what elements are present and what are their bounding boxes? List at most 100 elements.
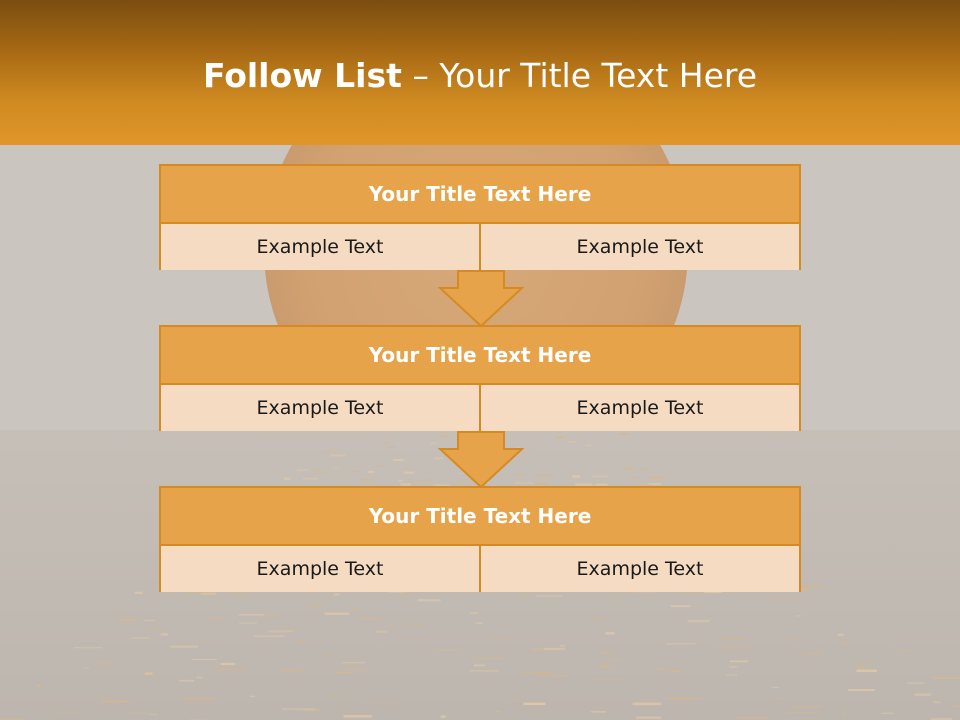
ripple-mark	[687, 620, 710, 623]
ripple-mark	[262, 614, 282, 617]
ripple-mark	[729, 666, 738, 668]
ripple-mark	[734, 717, 770, 720]
ripple-mark	[342, 661, 365, 664]
ripple-mark	[356, 617, 383, 620]
ripple-mark	[459, 472, 469, 474]
ripple-mark	[93, 696, 111, 698]
ripple-mark	[359, 479, 375, 482]
ripple-mark	[521, 672, 553, 674]
ripple-mark	[914, 693, 931, 696]
ripple-mark	[494, 710, 500, 713]
ripple-mark	[340, 478, 347, 481]
ripple-mark	[239, 622, 258, 624]
ripple-mark	[435, 649, 460, 651]
ripple-mark	[773, 600, 802, 602]
ripple-mark	[302, 709, 322, 712]
ripple-mark	[666, 643, 696, 645]
ripple-mark	[134, 591, 143, 594]
ripple-mark	[721, 638, 747, 640]
ripple-mark	[515, 446, 521, 448]
ripple-mark	[400, 483, 411, 486]
ripple-mark	[314, 469, 321, 472]
ripple-mark	[649, 476, 666, 479]
ripple-mark	[347, 663, 360, 665]
step-block-2: Your Title Text Here Example Text Exampl…	[159, 325, 801, 431]
ripple-mark	[433, 484, 450, 487]
ripple-mark	[568, 441, 578, 444]
ripple-mark	[220, 662, 235, 665]
down-arrow-icon	[438, 431, 524, 489]
ripple-mark	[95, 662, 111, 664]
ripple-mark	[297, 641, 307, 644]
ripple-mark	[856, 669, 877, 672]
ripple-mark	[526, 450, 532, 452]
ripple-mark	[486, 637, 515, 639]
ripple-mark	[73, 647, 103, 649]
ripple-mark	[281, 708, 315, 711]
ripple-mark	[931, 677, 960, 679]
ripple-mark	[729, 660, 749, 663]
ripple-mark	[523, 594, 530, 596]
ripple-mark	[667, 698, 700, 700]
ripple-mark	[141, 673, 157, 676]
ripple-mark	[352, 609, 361, 612]
ripple-mark	[440, 715, 446, 718]
ripple-mark	[469, 670, 500, 672]
down-arrow-icon	[438, 270, 524, 328]
slide-title: Follow List – Your Title Text Here	[0, 55, 960, 97]
ripple-mark	[279, 669, 304, 672]
ripple-mark	[148, 628, 164, 631]
ripple-mark	[307, 604, 324, 606]
step-block-1: Your Title Text Here Example Text Exampl…	[159, 164, 801, 270]
ripple-mark	[636, 484, 653, 486]
ripple-mark	[388, 625, 395, 627]
ripple-mark	[438, 435, 449, 438]
ripple-mark	[170, 645, 199, 648]
ripple-mark	[187, 590, 213, 594]
ripple-mark	[623, 467, 636, 470]
ripple-mark	[456, 481, 461, 483]
ripple-mark	[603, 659, 624, 661]
ripple-mark	[802, 651, 823, 654]
ripple-mark	[848, 689, 875, 691]
block-left-cell: Example Text	[161, 385, 481, 431]
ripple-mark	[653, 643, 659, 645]
ripple-mark	[253, 635, 285, 638]
ripple-mark	[332, 467, 340, 469]
ripple-mark	[350, 470, 361, 472]
ripple-mark	[839, 642, 849, 645]
ripple-mark	[145, 672, 153, 675]
ripple-mark	[208, 617, 225, 620]
ripple-mark	[719, 647, 748, 649]
ripple-mark	[605, 632, 615, 635]
ripple-mark	[0, 718, 25, 720]
ripple-mark	[791, 705, 821, 708]
ripple-mark	[632, 702, 662, 706]
ripple-mark	[603, 595, 614, 598]
ripple-mark	[931, 718, 953, 720]
ripple-mark	[933, 701, 941, 704]
ripple-mark	[600, 652, 612, 654]
ripple-mark	[409, 480, 415, 483]
ripple-mark	[120, 619, 138, 622]
ripple-mark	[340, 669, 372, 671]
ripple-mark	[473, 657, 505, 660]
ripple-mark	[179, 679, 194, 682]
ripple-mark	[515, 474, 524, 476]
ripple-mark	[387, 445, 395, 449]
ripple-mark	[595, 483, 608, 486]
ripple-mark	[393, 459, 404, 461]
ripple-mark	[772, 687, 780, 688]
ripple-mark	[857, 666, 865, 670]
ripple-mark	[592, 678, 625, 680]
ripple-mark	[404, 471, 414, 474]
ripple-mark	[534, 474, 552, 477]
block-title: Your Title Text Here	[161, 166, 799, 224]
ripple-mark	[669, 670, 682, 673]
ripple-mark	[375, 630, 388, 633]
ripple-mark	[654, 667, 665, 670]
ripple-mark	[228, 593, 248, 596]
ripple-mark	[343, 715, 372, 718]
ripple-mark	[531, 648, 555, 651]
